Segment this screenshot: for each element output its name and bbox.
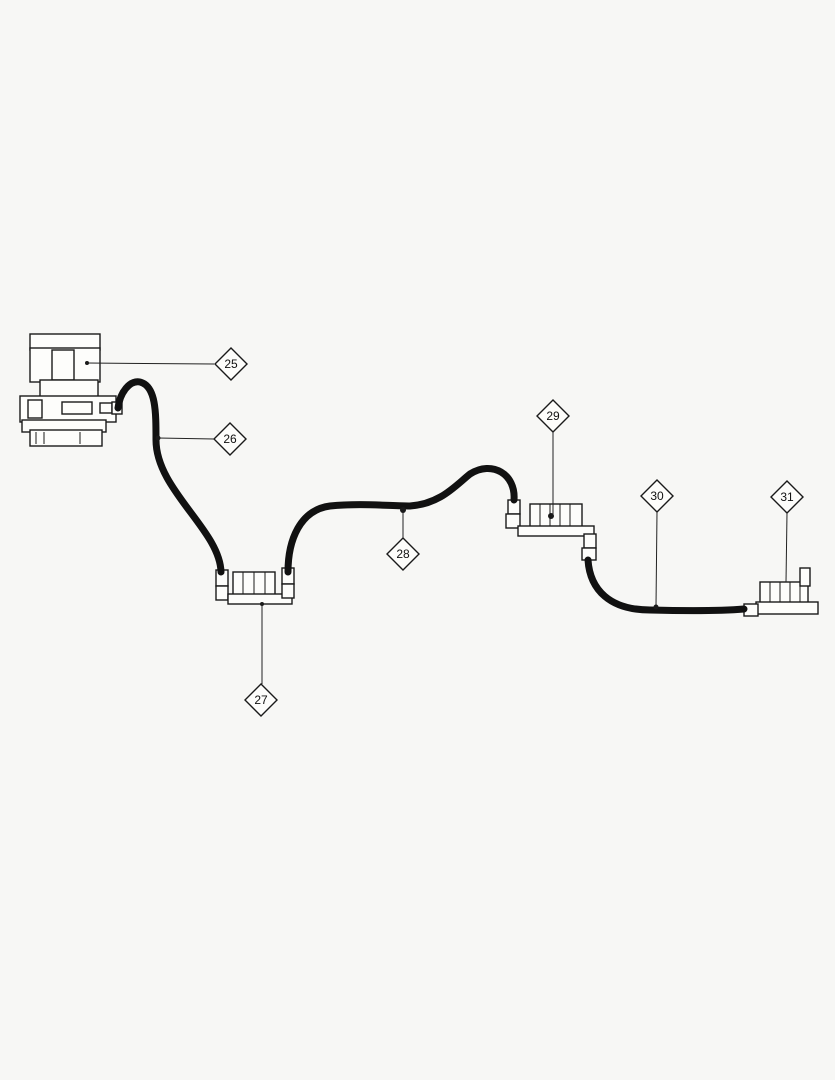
- svg-text:25: 25: [224, 357, 238, 371]
- svg-text:28: 28: [396, 547, 410, 561]
- pump-unit: [19, 333, 123, 447]
- callout-30: 30: [640, 479, 674, 513]
- callout-31: 31: [770, 480, 804, 514]
- callout-29: 29: [536, 399, 570, 433]
- hose-28: [284, 465, 518, 576]
- hose-30: [584, 556, 748, 615]
- callout-27: 27: [244, 683, 278, 717]
- svg-text:26: 26: [223, 432, 237, 446]
- svg-text:30: 30: [650, 489, 664, 503]
- callout-26: 26: [213, 422, 247, 456]
- distributor-block-lower: [215, 567, 295, 605]
- callout-28: 28: [386, 537, 420, 571]
- svg-text:29: 29: [546, 409, 560, 423]
- distributor-block-end: [743, 567, 819, 617]
- svg-text:27: 27: [254, 693, 268, 707]
- callout-25: 25: [214, 347, 248, 381]
- hose-26: [114, 378, 225, 576]
- distributor-block-middle: [505, 499, 597, 561]
- svg-text:31: 31: [780, 490, 794, 504]
